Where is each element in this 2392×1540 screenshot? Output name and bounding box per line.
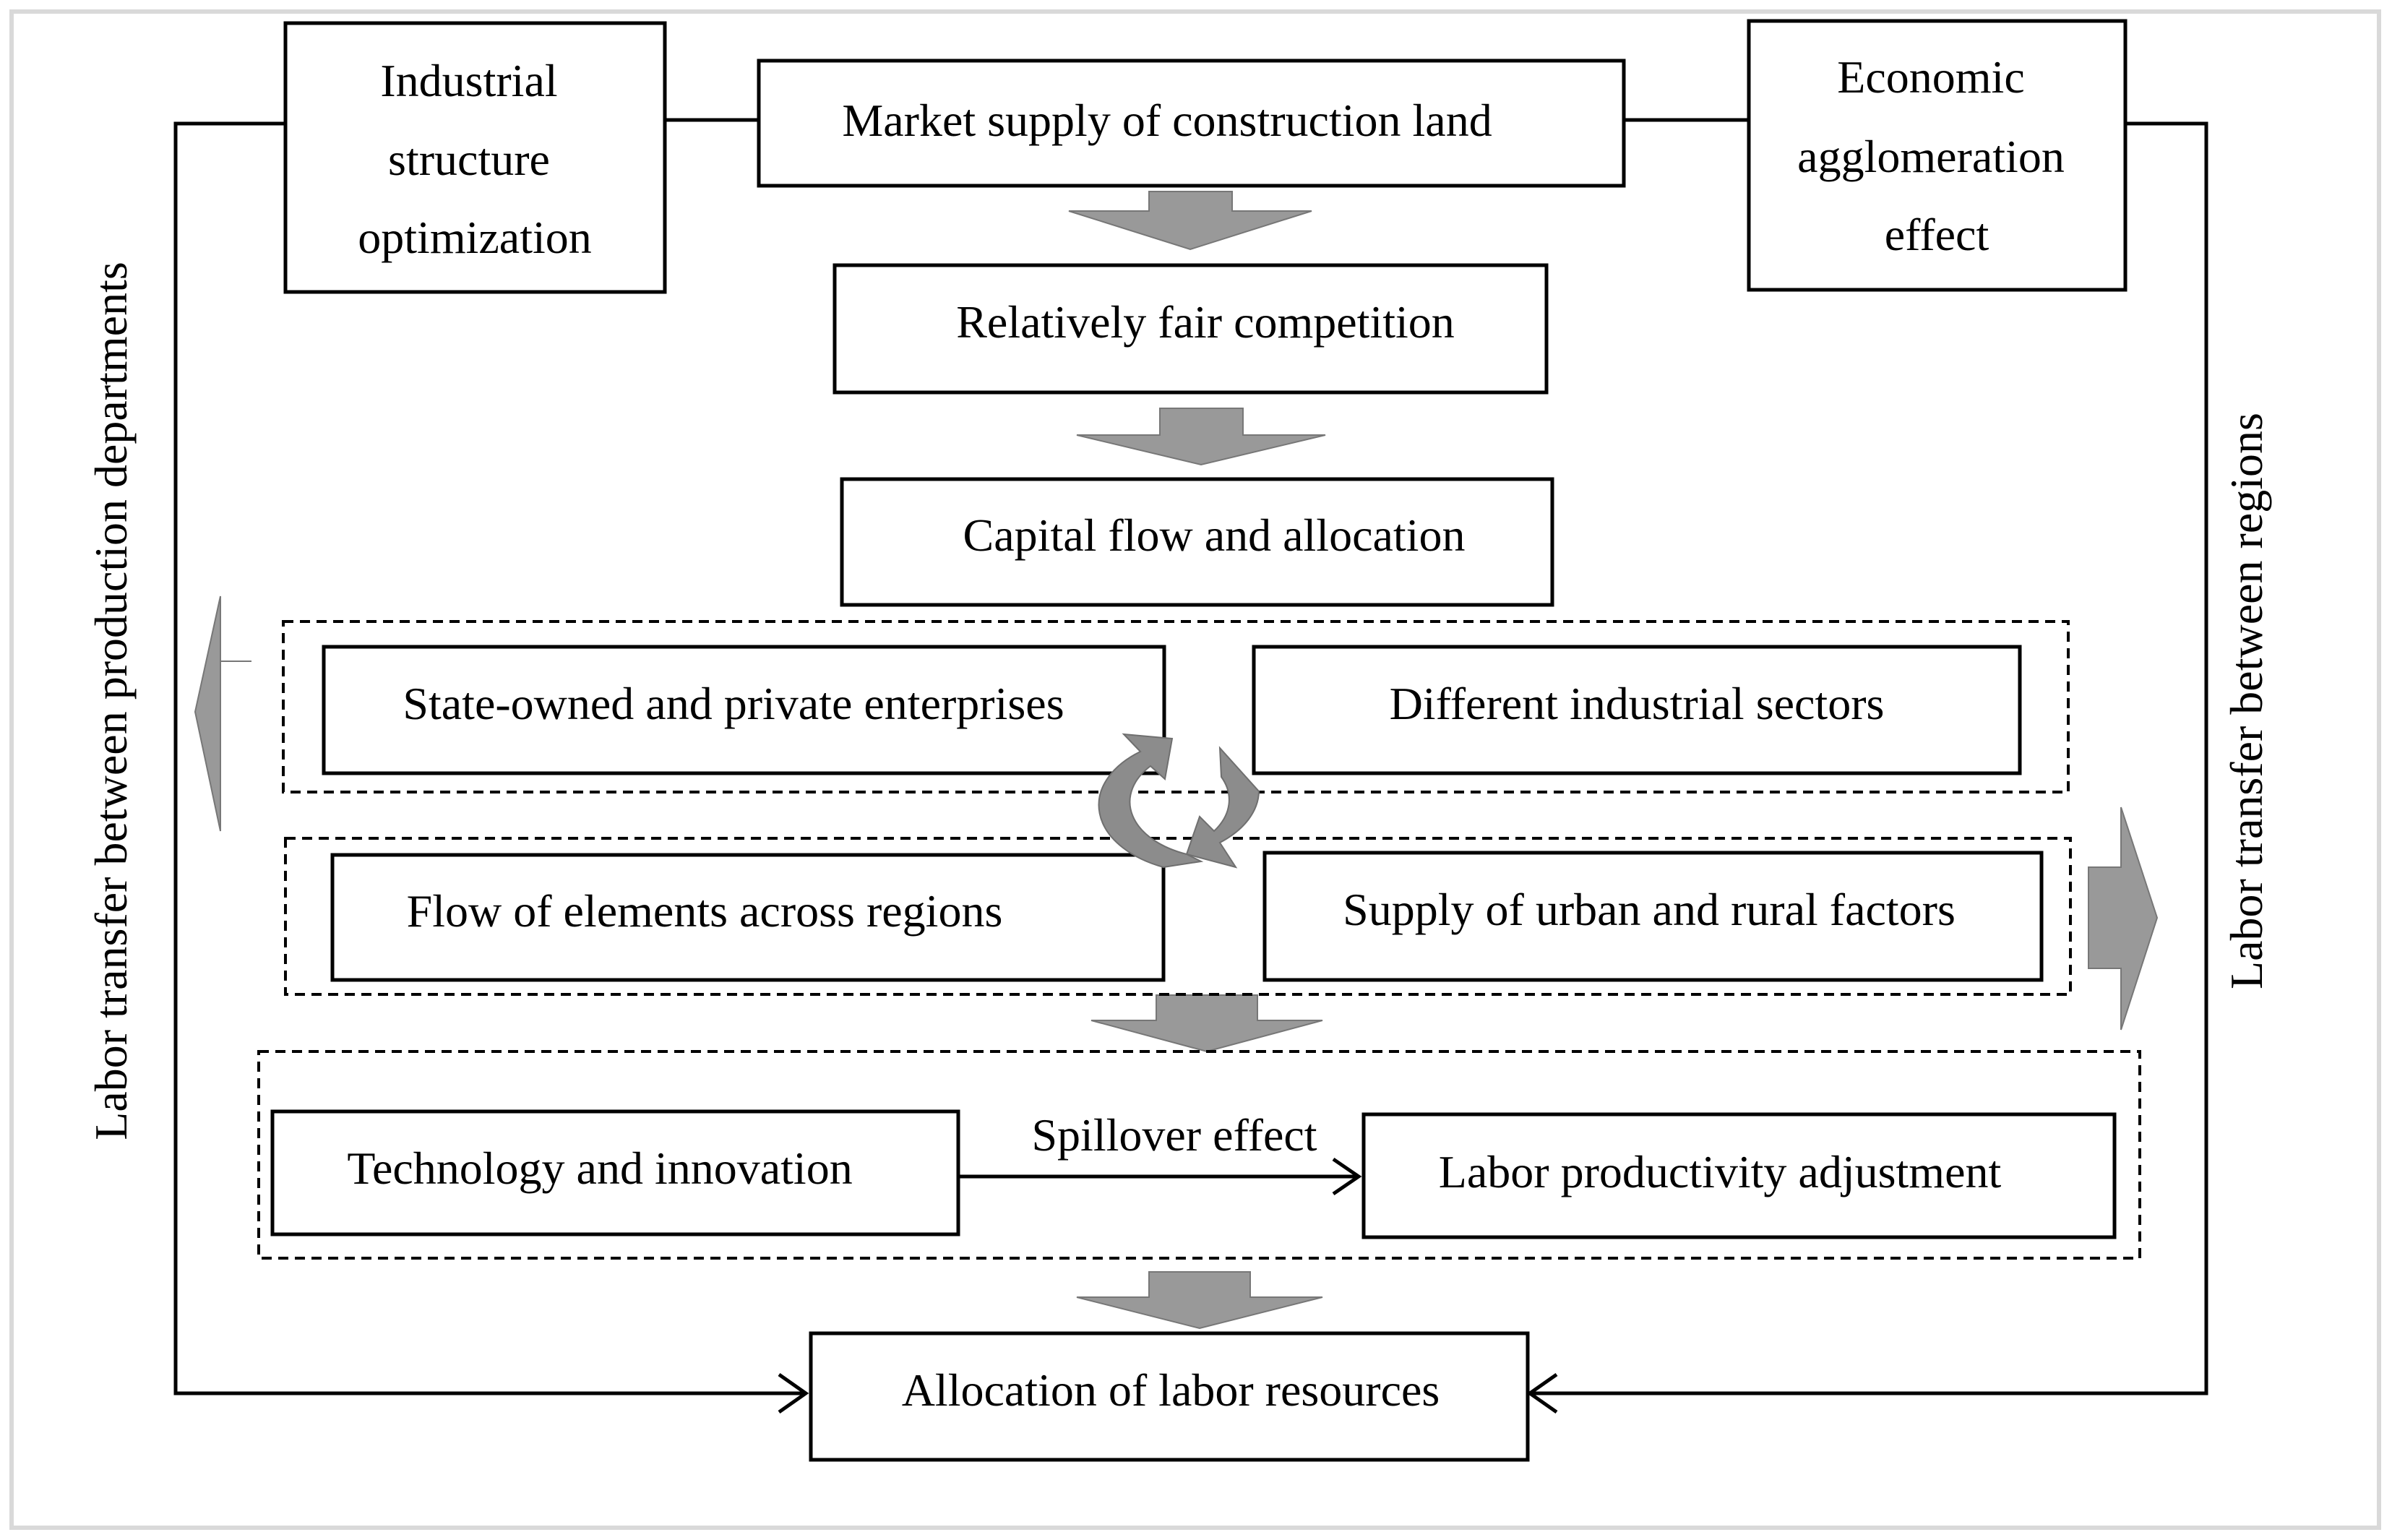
right-loop-line bbox=[1530, 121, 2208, 1395]
regional-factors-group bbox=[284, 837, 2072, 996]
enterprises-label: State-owned and private enterprises bbox=[403, 678, 1064, 729]
left-loop-arrowhead bbox=[778, 1372, 809, 1414]
fair-competition-box bbox=[833, 263, 1549, 395]
down-arrow-2 bbox=[1076, 408, 1326, 466]
left-side-arrow bbox=[194, 595, 251, 832]
spillover-label: Spillover effect bbox=[1031, 1109, 1317, 1161]
market-supply-box bbox=[757, 59, 1626, 188]
technology-box bbox=[270, 1109, 960, 1236]
enterprise-sectors-group bbox=[282, 620, 2070, 793]
labor-productivity-label: Labor productivity adjustment bbox=[1439, 1146, 2002, 1197]
right-side-arrow bbox=[2088, 806, 2159, 1031]
down-arrow-1 bbox=[1068, 191, 1312, 251]
capital-flow-label: Capital flow and allocation bbox=[963, 509, 1466, 561]
economic-agglomeration-label: Economic agglomeration effect bbox=[1797, 51, 2076, 260]
urban-rural-supply-box bbox=[1262, 851, 2044, 982]
economic-agglomeration-box bbox=[1747, 19, 2128, 292]
capital-flow-box bbox=[840, 477, 1554, 607]
flow-elements-label: Flow of elements across regions bbox=[407, 885, 1003, 937]
spillover-arrowhead bbox=[1332, 1157, 1362, 1196]
cycle-arrow-left bbox=[1098, 733, 1204, 869]
outer-frame bbox=[9, 9, 2381, 1530]
industrial-structure-box bbox=[283, 21, 667, 294]
market-supply-label: Market supply of construction land bbox=[842, 95, 1492, 146]
flow-elements-box bbox=[330, 853, 1166, 982]
industrial-sectors-label: Different industrial sectors bbox=[1390, 678, 1885, 729]
cycle-arrow-right bbox=[1185, 746, 1260, 869]
allocation-labor-label: Allocation of labor resources bbox=[902, 1364, 1440, 1416]
urban-rural-supply-label: Supply of urban and rural factors bbox=[1343, 884, 1956, 935]
technology-productivity-group bbox=[257, 1050, 2141, 1260]
technology-label: Technology and innovation bbox=[347, 1143, 852, 1194]
enterprises-box bbox=[322, 645, 1166, 775]
right-side-label: Labor transfer between regions bbox=[2221, 413, 2272, 989]
industrial-structure-label: Industrial structure optimization bbox=[358, 55, 592, 263]
labor-productivity-box bbox=[1361, 1112, 2117, 1239]
left-side-label: Labor transfer between production depart… bbox=[85, 262, 137, 1140]
industrial-sectors-box bbox=[1252, 645, 2022, 775]
right-loop-arrowhead bbox=[1526, 1372, 1558, 1414]
fair-competition-label: Relatively fair competition bbox=[956, 296, 1455, 348]
down-arrow-3 bbox=[1090, 994, 1323, 1053]
down-arrow-4 bbox=[1076, 1271, 1323, 1330]
allocation-labor-box bbox=[809, 1331, 1530, 1462]
left-loop-line bbox=[173, 121, 806, 1395]
